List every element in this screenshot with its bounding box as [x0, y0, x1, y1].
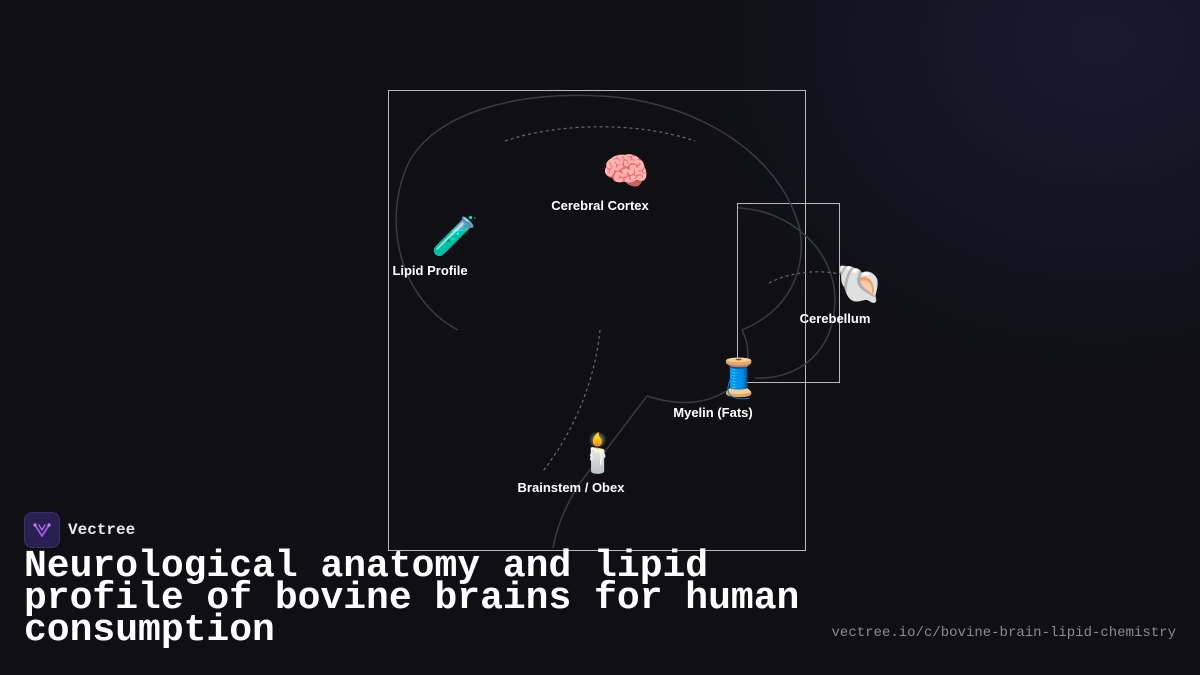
node-lipid-profile: 🧪 Lipid Profile — [380, 215, 480, 278]
node-cerebral-cortex: 🧠 Cerebral Cortex — [540, 150, 660, 213]
brainstem-outline — [552, 329, 749, 549]
vectree-logo-icon — [24, 512, 60, 548]
cerebellum-outline — [737, 207, 836, 379]
brand: Vectree — [24, 512, 135, 548]
brand-name: Vectree — [68, 521, 136, 539]
node-label: Lipid Profile — [392, 263, 468, 278]
node-cerebellum: 🐚 Cerebellum — [790, 263, 884, 326]
spiral-shell-icon: 🐚 — [836, 264, 884, 306]
brain-icon: 🧠 — [602, 151, 650, 193]
node-label: Myelin (Fats) — [673, 405, 753, 420]
cerebellum-frame — [737, 203, 840, 383]
page-title: Neurological anatomy and lipid profile o… — [24, 545, 800, 652]
outer-frame — [388, 90, 806, 551]
cortex-dashed-guide — [504, 126, 696, 142]
cerebrum-outline — [395, 94, 802, 331]
spool-of-thread-icon: 🧵 — [715, 358, 763, 400]
node-label: Brainstem / Obex — [517, 480, 625, 495]
node-myelin: 🧵 Myelin (Fats) — [663, 357, 763, 420]
source-url[interactable]: vectree.io/c/bovine-brain-lipid-chemistr… — [831, 625, 1176, 641]
candle-icon: 🕯️ — [574, 433, 622, 475]
node-label: Cerebellum — [799, 311, 871, 326]
test-tube-icon: 🧪 — [431, 216, 479, 258]
node-brainstem: 🕯️ Brainstem / Obex — [511, 432, 631, 495]
node-label: Cerebral Cortex — [551, 198, 649, 213]
cerebellum-dashed-guide — [768, 271, 849, 284]
